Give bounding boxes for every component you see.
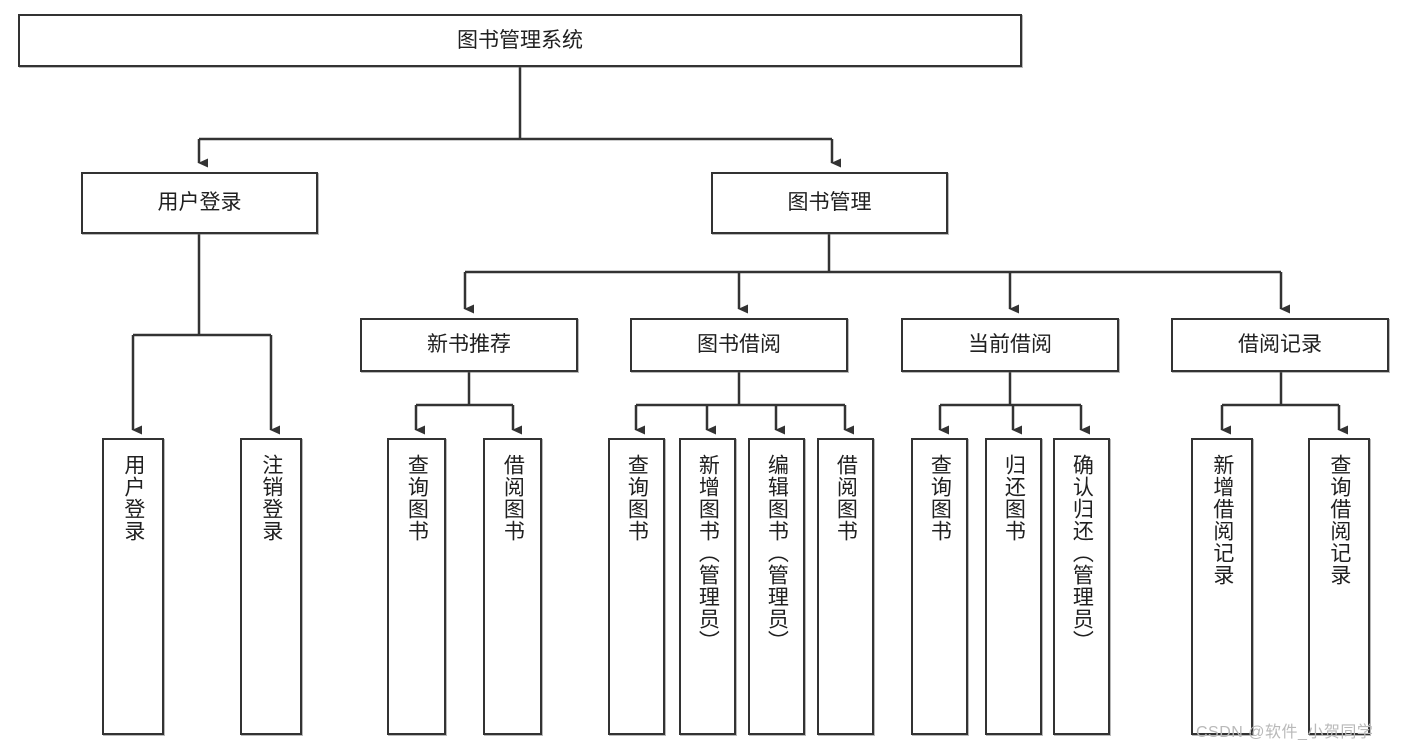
node-user-login-label: 用户登录: [157, 191, 242, 215]
node-current-borrow-label: 当前借阅: [968, 333, 1052, 357]
node-borrow-record[interactable]: 借阅记录: [1171, 318, 1389, 372]
edge-userlogin-to-leaves: [131, 234, 280, 435]
leaf-borrow-edit-book[interactable]: 编辑图书（管理员）: [748, 438, 805, 735]
leaf-user-logout[interactable]: 注销登录: [240, 438, 302, 735]
node-new-book-rec[interactable]: 新书推荐: [360, 318, 578, 372]
leaf-borrow-do-borrow-label: 借阅图书: [834, 454, 858, 542]
leaf-borrow-do-borrow[interactable]: 借阅图书: [817, 438, 874, 735]
node-book-borrow-label: 图书借阅: [697, 333, 781, 357]
leaf-cur-query-book[interactable]: 查询图书: [911, 438, 968, 735]
edge-bookborrow-to-leaves: [634, 372, 854, 435]
csdn-watermark: CSDN @软件_小贺同学: [1196, 724, 1374, 741]
leaf-record-add[interactable]: 新增借阅记录: [1191, 438, 1253, 735]
node-new-book-rec-label: 新书推荐: [427, 333, 511, 357]
node-book-manage[interactable]: 图书管理: [711, 172, 948, 234]
leaf-borrow-add-book[interactable]: 新增图书（管理员）: [679, 438, 736, 735]
leaf-cur-confirm-return-label: 确认归还（管理员）: [1070, 454, 1094, 652]
edge-bookmanage-to-level3: [463, 234, 1290, 314]
leaf-borrow-query-book-label: 查询图书: [625, 454, 649, 542]
leaf-cur-query-book-label: 查询图书: [928, 454, 952, 542]
node-user-login[interactable]: 用户登录: [81, 172, 318, 234]
node-borrow-record-label: 借阅记录: [1238, 333, 1322, 357]
leaf-cur-return-book-label: 归还图书: [1002, 454, 1026, 542]
node-root-label: 图书管理系统: [457, 28, 583, 52]
edge-borrowrecord-to-leaves: [1220, 372, 1348, 435]
leaf-borrow-edit-book-label: 编辑图书（管理员）: [765, 454, 789, 652]
leaf-rec-query-book-label: 查询图书: [405, 454, 429, 542]
leaf-user-login-label: 用户登录: [121, 454, 145, 542]
leaf-record-search[interactable]: 查询借阅记录: [1308, 438, 1370, 735]
edge-newbookrec-to-leaves: [414, 372, 522, 435]
leaf-borrow-add-book-label: 新增图书（管理员）: [696, 454, 720, 652]
leaf-rec-borrow-book-label: 借阅图书: [501, 454, 525, 542]
edge-root-to-level2: [197, 67, 841, 168]
leaf-cur-return-book[interactable]: 归还图书: [985, 438, 1042, 735]
edge-currentborrow-to-leaves: [938, 372, 1090, 435]
leaf-user-login[interactable]: 用户登录: [102, 438, 164, 735]
leaf-rec-borrow-book[interactable]: 借阅图书: [483, 438, 542, 735]
leaf-borrow-query-book[interactable]: 查询图书: [608, 438, 665, 735]
leaf-user-logout-label: 注销登录: [259, 454, 283, 542]
node-book-manage-label: 图书管理: [787, 191, 872, 215]
node-root[interactable]: 图书管理系统: [18, 14, 1022, 67]
leaf-cur-confirm-return[interactable]: 确认归还（管理员）: [1053, 438, 1110, 735]
leaf-rec-query-book[interactable]: 查询图书: [387, 438, 446, 735]
leaf-record-add-label: 新增借阅记录: [1210, 454, 1234, 586]
node-current-borrow[interactable]: 当前借阅: [901, 318, 1119, 372]
node-book-borrow[interactable]: 图书借阅: [630, 318, 848, 372]
leaf-record-search-label: 查询借阅记录: [1327, 454, 1351, 586]
